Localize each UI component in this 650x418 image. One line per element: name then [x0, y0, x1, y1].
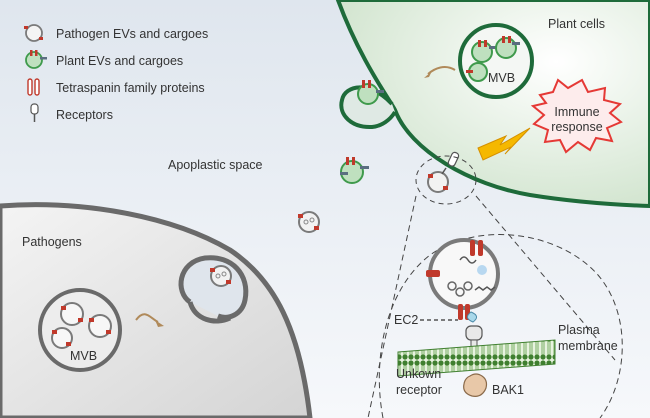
bak1-label: BAK1	[492, 383, 524, 397]
legend-tetraspanin: Tetraspanin family proteins	[56, 81, 205, 95]
pathogen-secretion-arrowhead	[155, 320, 164, 327]
pathogens-label: Pathogens	[22, 235, 82, 249]
plasma-membrane	[397, 339, 556, 377]
plant-ev-budding	[357, 80, 384, 105]
zoom-inset	[367, 195, 623, 418]
ec2-label: EC2	[394, 313, 418, 327]
plasma-membrane-label-line2: membrane	[558, 339, 618, 353]
bak1-protein	[463, 373, 488, 397]
zoom-tetraspanin-bottom	[458, 304, 463, 320]
unknown-receptor-label-line1: Unkown	[396, 367, 441, 381]
immune-response-burst	[530, 78, 623, 154]
plant-mvb-ev-3	[466, 62, 488, 82]
plant-mvb-ev-1	[471, 40, 497, 63]
zoom-source-circle	[415, 155, 477, 205]
legend-pathogen-ev: Pathogen EVs and cargoes	[56, 27, 208, 41]
plant-ev-icon	[25, 50, 47, 69]
plant-ev-apoplast	[340, 157, 369, 184]
pathogen-ev-pocket	[210, 265, 232, 287]
receptor-binding-site	[427, 151, 460, 193]
legend-receptors: Receptors	[56, 108, 113, 122]
plant-mvb	[458, 23, 534, 99]
plant-cells-label: Plant cells	[548, 17, 605, 31]
unknown-receptor-label-line2: receptor	[396, 383, 442, 397]
plasma-membrane-label-line1: Plasma	[558, 323, 600, 337]
pathogen-ev-icon	[24, 24, 43, 42]
pathogen-mvb-ev-3	[51, 327, 73, 349]
pathogen-mvb-ev-1	[60, 302, 84, 326]
apoplastic-space-label: Apoplastic space	[168, 158, 263, 172]
tetraspanin-icon	[27, 78, 40, 96]
pathogen-pocket-lip	[187, 301, 232, 324]
legend-plant-ev: Plant EVs and cargoes	[56, 54, 183, 68]
zoom-tetraspanin-top	[470, 240, 475, 256]
zoom-circle	[378, 234, 623, 418]
zoom-line-right	[475, 195, 616, 361]
immune-label-line2: response	[551, 120, 602, 134]
receptor-icon	[30, 103, 39, 122]
plant-mvb-ev-2	[495, 36, 520, 59]
plant-cell	[335, 0, 650, 209]
pathogen-mvb-label: MVB	[70, 349, 97, 363]
plant-secretion-arrowhead	[424, 71, 432, 78]
lightning-bolt	[477, 127, 531, 161]
plant-secretion-arrow	[427, 66, 456, 75]
pathogen-mvb-ev-2	[88, 314, 112, 338]
pathogen-ev-apoplast-1	[298, 211, 320, 233]
immune-label-line1: Immune	[554, 105, 599, 119]
plant-mvb-label: MVB	[488, 71, 515, 85]
zoom-tetraspanin-left	[426, 270, 440, 277]
zoom-ev	[426, 238, 500, 320]
pathogen-mvb	[38, 288, 122, 372]
